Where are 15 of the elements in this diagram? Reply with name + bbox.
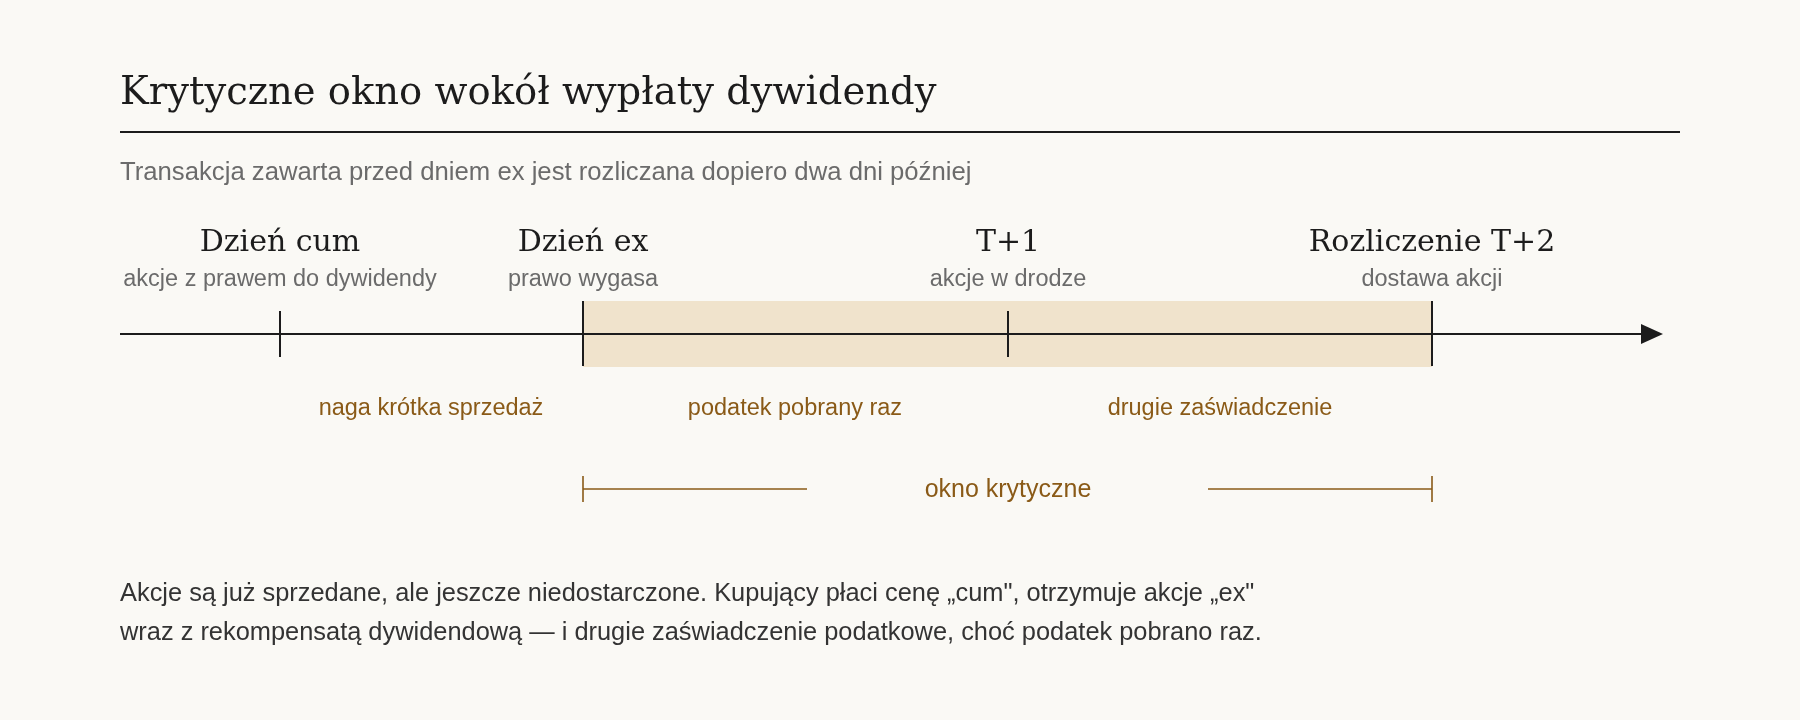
- segment-label: podatek pobrany raz: [687, 392, 903, 422]
- segment-label: naga krótka sprzedaż: [318, 392, 544, 422]
- subtitle: Transakcja zawarta przed dniem ex jest rozliczana dopiero dwa dni później: [120, 155, 972, 187]
- event-label: Dzień cum: [199, 223, 361, 259]
- event-label: Dzień ex: [517, 223, 649, 259]
- event-note: akcje w drodze: [929, 263, 1087, 293]
- caption-text: Akcje są już sprzedane, ale jeszcze niedostarczone. Kupujący płaci cenę „cum", otrzymuje akcje „ex" wraz z rekompensatą dywidendową — i drugie zaświadczenie podatkowe, choć podatek pobrano raz.: [120, 577, 1263, 647]
- event-note: prawo wygasa: [507, 263, 659, 293]
- event-label: T+1: [975, 223, 1041, 259]
- segment-label: drugie zaświadczenie: [1107, 392, 1333, 422]
- diagram-title: Krytyczne okno wokół wypłaty dywidendy: [120, 68, 937, 115]
- event-label: Rozliczenie T+2: [1308, 223, 1556, 259]
- dimension-label: okno krytyczne: [924, 473, 1092, 503]
- event-note: akcje z prawem do dywidendy: [123, 263, 437, 293]
- event-note: dostawa akcji: [1361, 263, 1503, 293]
